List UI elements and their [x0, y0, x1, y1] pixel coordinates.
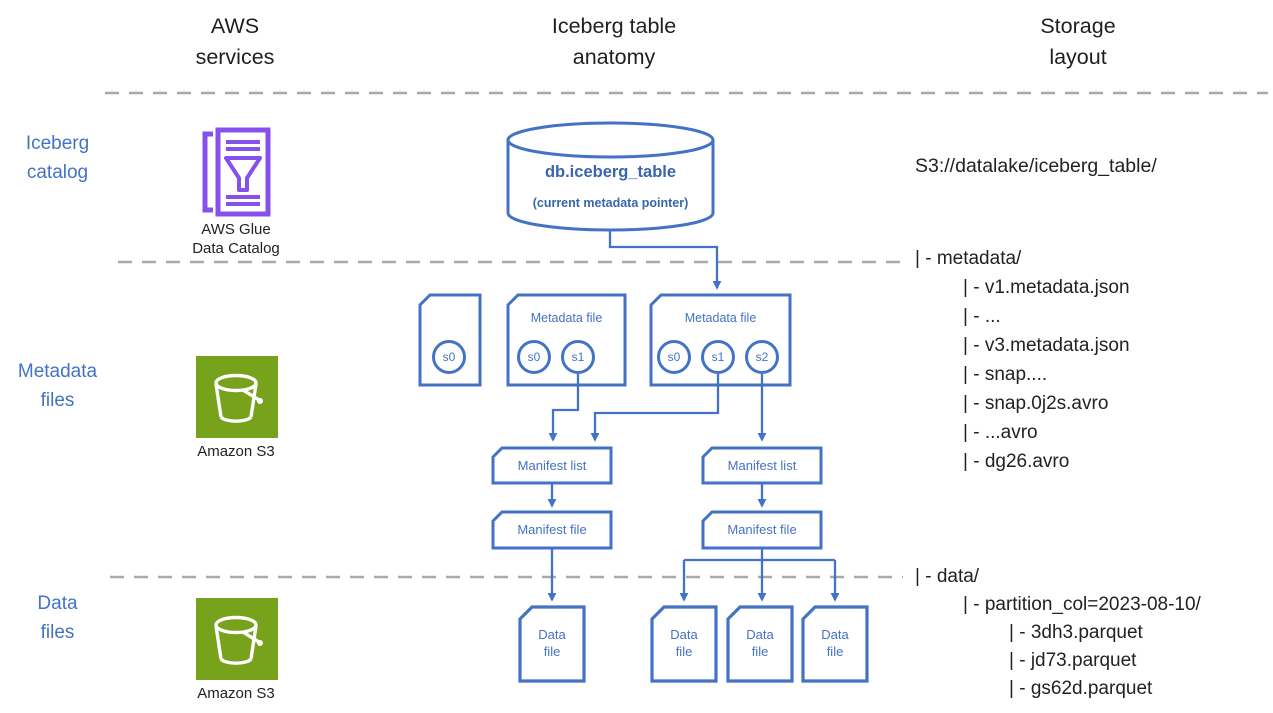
data-file-1-label: Data file [538, 627, 566, 659]
connector-s1a-to-manifestlist1 [548, 374, 580, 442]
header-storage-layout: Storage layout [1040, 14, 1116, 69]
metadata-file-2-label: Metadata file [530, 311, 603, 325]
catalog-pointer-subtitle: (current metadata pointer) [532, 196, 689, 210]
snapshot-s0-file1: s0 [432, 340, 466, 374]
tree-line: | - snap.0j2s.avro [963, 393, 1109, 414]
snapshot-s1-file3: s1 [701, 340, 735, 374]
tree-line: | - gs62d.parquet [1009, 678, 1153, 699]
manifest-list-1-label: Manifest list [517, 458, 587, 473]
metadata-file-3-label: Metadata file [684, 311, 757, 325]
s3-bucket-icon-data [196, 598, 278, 680]
tree-line: | - ...avro [963, 422, 1038, 443]
row-label-data-files: Data files [37, 593, 78, 643]
tree-line: | - v3.metadata.json [963, 335, 1130, 356]
storage-root-path: S3://datalake/iceberg_table/ [915, 155, 1157, 177]
data-file-3-box [726, 605, 794, 683]
manifest-file-1-label: Manifest file [517, 522, 587, 537]
connector-s1b-to-manifestlist1 [590, 374, 720, 442]
tree-line: | - snap.... [963, 364, 1048, 385]
tree-line: | - jd73.parquet [1009, 650, 1137, 671]
manifest-list-2-label: Manifest list [727, 458, 797, 473]
tree-line: | - metadata/ [915, 248, 1022, 269]
storage-metadata-tree: | - metadata/ | - v1.metadata.json | - .… [915, 244, 1265, 476]
tree-line: | - 3dh3.parquet [1009, 622, 1143, 643]
data-file-1-box [518, 605, 586, 683]
storage-data-tree: | - data/ | - partition_col=2023-08-10/ … [915, 563, 1265, 703]
row-label-metadata-files: Metadata files [17, 361, 98, 411]
tree-line: | - dg26.avro [963, 451, 1070, 472]
catalog-cylinder [506, 121, 715, 232]
tree-line: | - data/ [915, 566, 980, 587]
snapshot-s2-file3: s2 [745, 340, 779, 374]
catalog-table-name: db.iceberg_table [544, 163, 677, 181]
tree-line: | - v1.metadata.json [963, 277, 1130, 298]
header-aws-services: AWS services [195, 14, 275, 69]
glue-data-catalog-icon [199, 127, 273, 217]
s3-caption-data: Amazon S3 [197, 685, 275, 702]
tree-line: | - partition_col=2023-08-10/ [963, 594, 1201, 615]
connector-catalog-to-metadata3 [608, 231, 722, 290]
s3-bucket-icon-metadata [196, 356, 278, 438]
data-file-3-label: Data file [746, 627, 774, 659]
snapshot-s0-file2: s0 [517, 340, 551, 374]
row-label-iceberg-catalog: Iceberg catalog [25, 133, 90, 183]
data-file-2-box [650, 605, 718, 683]
s3-caption-metadata: Amazon S3 [197, 443, 275, 460]
data-file-4-label: Data file [821, 627, 849, 659]
snapshot-s1-file2: s1 [561, 340, 595, 374]
tree-line: | - ... [963, 306, 1001, 327]
data-file-2-label: Data file [670, 627, 698, 659]
snapshot-s0-file3: s0 [657, 340, 691, 374]
manifest-file-2-label: Manifest file [727, 522, 797, 537]
data-file-4-box [801, 605, 869, 683]
glue-data-catalog-caption: AWS Glue Data Catalog [192, 221, 280, 257]
header-iceberg-anatomy: Iceberg table anatomy [551, 14, 677, 69]
